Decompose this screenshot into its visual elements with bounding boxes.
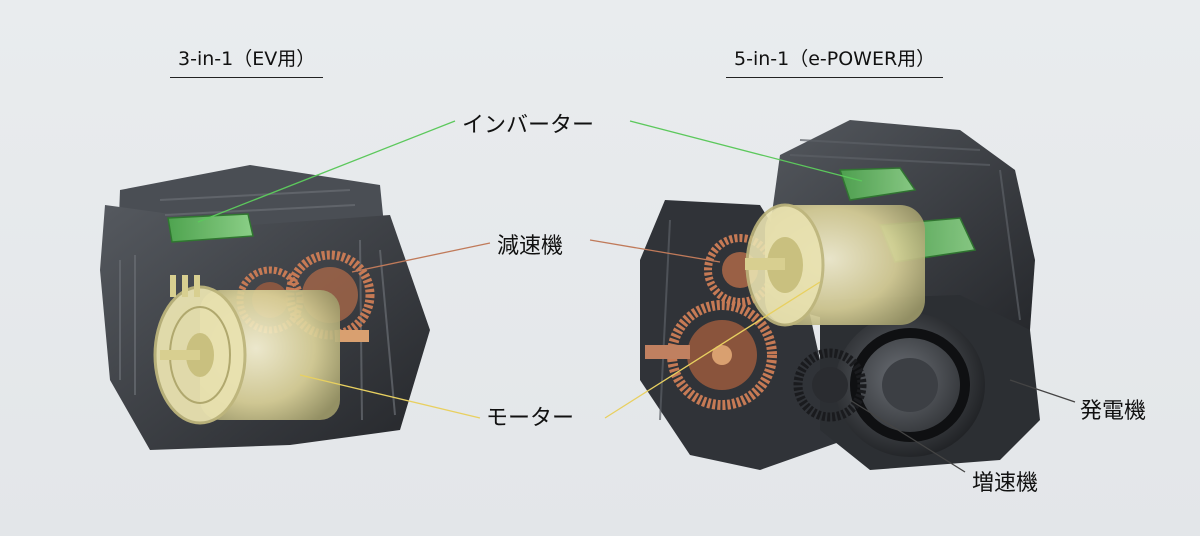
right-reducer-gears [645, 234, 777, 410]
leader-generator [1009, 379, 1076, 403]
left-motor [153, 285, 340, 425]
right-generator [835, 313, 985, 457]
leader-motor-right [604, 281, 821, 419]
right-speed-increaser-gears [793, 348, 867, 422]
leader-inverter-left [197, 120, 456, 223]
heading-5in1: 5-in-1（e-POWER用） [726, 44, 944, 78]
label-inverter: インバーター [462, 113, 595, 138]
right-motor [745, 203, 925, 327]
leader-reducer-right [589, 239, 721, 263]
leader-inverter-right [629, 120, 863, 182]
label-generator: 発電機 [1080, 399, 1147, 424]
left-terminals [170, 275, 200, 297]
leader-reducer-left [351, 242, 491, 273]
leader-speed-increaser [849, 399, 966, 473]
heading-3in1: 3-in-1（EV用） [170, 44, 324, 78]
label-motor: モーター [486, 406, 575, 431]
left-inverter-board [167, 213, 254, 243]
label-speed-increaser: 増速機 [972, 471, 1039, 496]
leader-lines [197, 120, 1076, 473]
leader-motor-left [299, 374, 481, 419]
right-unit-5in1 [640, 120, 1040, 470]
left-unit-3in1 [100, 165, 430, 450]
label-reducer: 減速機 [497, 234, 564, 259]
